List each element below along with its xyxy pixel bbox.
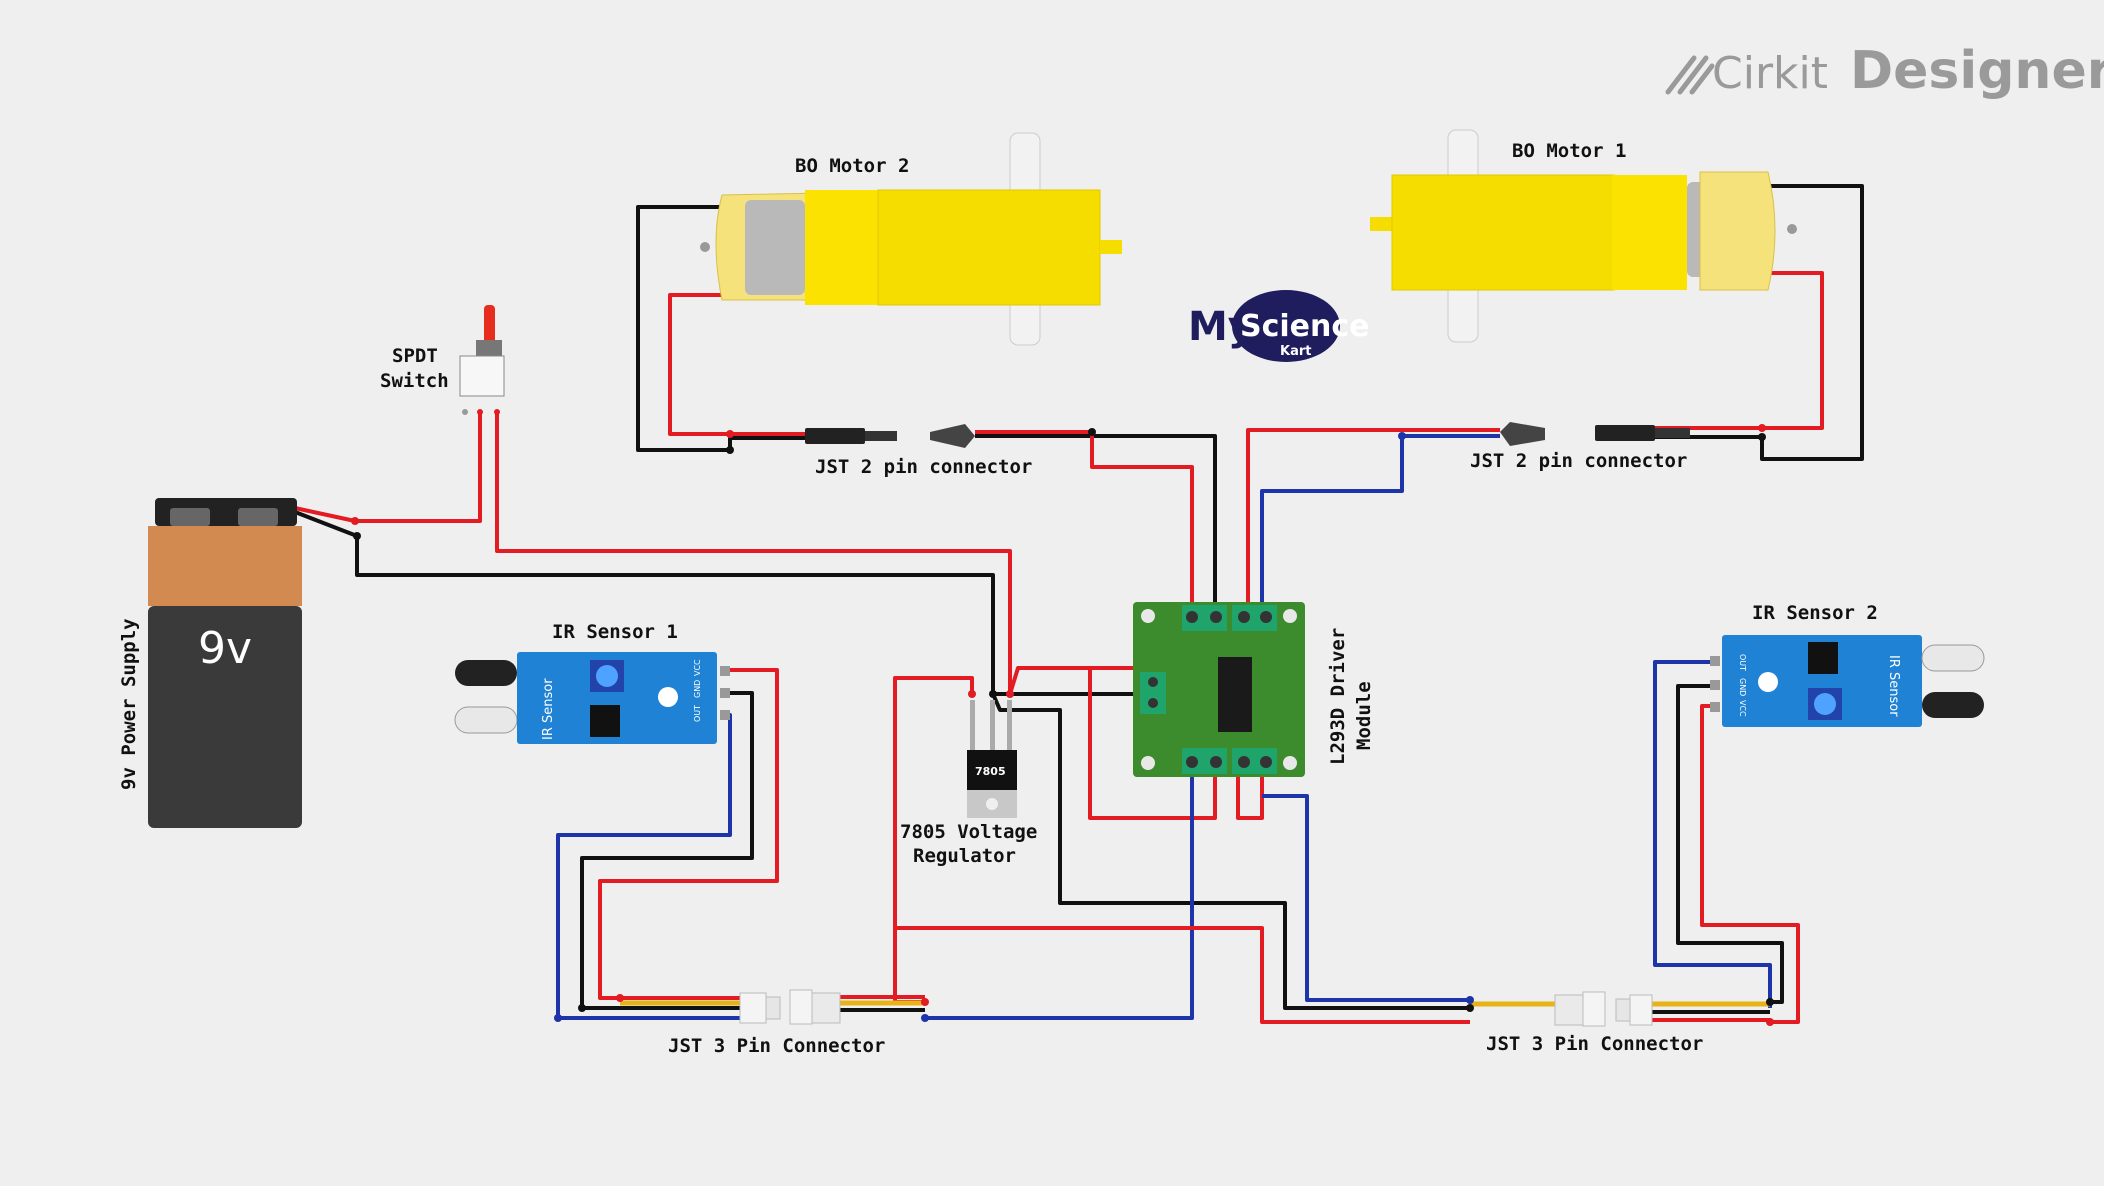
wire-jst2-left-black-out[interactable] [975,434,1217,617]
wire-jst2-right-blue-out[interactable] [1260,434,1500,617]
ir-sensor-2[interactable]: IR Sensor VCC GND OUT IR Sensor 2 [1710,602,1985,727]
ir1-pin-vcc: VCC [693,659,702,676]
battery-label: 9v Power Supply [118,618,140,790]
motor1-label: BO Motor 1 [1512,140,1626,162]
cirkit-designer-logo: Cirkit Designer [1665,41,2104,101]
wire-jst2-left-red-out[interactable] [975,430,1194,617]
wires [294,184,1864,1024]
wire-ir2-vcc[interactable] [1700,704,1800,1024]
ir2-board-text: IR Sensor [1886,655,1901,717]
7805-regulator[interactable]: 7805 7805 Voltage Regulator [900,700,1037,867]
wire-driver-blue-left[interactable] [925,776,1194,1020]
wire-motor2-black[interactable] [636,205,730,452]
wire-ir2-gnd[interactable] [1676,684,1784,1004]
battery-text: 9v [198,623,252,674]
l293d-driver-module[interactable]: L293D Driver Module [1133,602,1375,777]
9v-battery[interactable]: 9v 9v Power Supply [118,498,302,828]
wire-ir2-out[interactable] [1653,660,1772,1008]
spdt-switch[interactable]: SPDT Switch [380,305,505,415]
logo-my: My [1188,304,1254,350]
wire-jst2-right-red-out[interactable] [1246,428,1500,617]
ir-sensor-1[interactable]: IR Sensor VCC GND OUT IR Sensor 1 [454,621,730,744]
brand-name-bold: Designer [1850,41,2104,101]
ir2-pin-out: OUT [1738,654,1747,671]
jst2-right-label: JST 2 pin connector [1470,450,1687,472]
regulator-label-line2: Regulator [913,845,1016,867]
ir1-board-text: IR Sensor [541,678,556,740]
wire-ir1-out[interactable] [556,713,740,1020]
wire-motor1-black[interactable] [1758,184,1864,461]
wire-switch-red[interactable] [495,412,1012,694]
brand-name-light: Cirkit [1712,48,1828,99]
wire-driver-red-bottom[interactable] [1088,666,1217,820]
wire-driver-blue-right[interactable] [1262,794,1470,1002]
ir2-pin-vcc: VCC [1738,700,1747,717]
jst3-right-label: JST 3 Pin Connector [1486,1033,1703,1055]
wire-jst2-left-black-in[interactable] [728,436,805,450]
jst-3pin-connector-left[interactable]: JST 3 Pin Connector [668,989,885,1057]
wire-motor1-red[interactable] [1762,271,1824,430]
wire-battery-red[interactable] [294,412,482,523]
ir2-pin-gnd: GND [1738,678,1747,696]
switch-label-line1: SPDT [392,345,438,367]
wire-battery-black[interactable] [294,510,1140,696]
logo-kart: Kart [1280,344,1311,359]
myscience-kart-logo: My Science Kart [1188,290,1370,362]
junction-dots [351,424,1774,1026]
regulator-label-line1: 7805 Voltage [900,821,1037,843]
wire-motor2-red[interactable] [668,293,735,436]
bo-motor-1[interactable]: BO Motor 1 [1370,129,1797,343]
jst-2pin-connector-right[interactable]: JST 2 pin connector [1470,422,1690,472]
jst2-left-label: JST 2 pin connector [815,456,1032,478]
wire-ir1-gnd[interactable] [580,691,754,1010]
jst-2pin-connector-left[interactable]: JST 2 pin connector [805,424,1032,478]
ir1-pin-gnd: GND [693,680,702,698]
jst3-left-label: JST 3 Pin Connector [668,1035,885,1057]
ir2-label: IR Sensor 2 [1752,602,1878,624]
cirkit-logo-icon [1665,55,1715,95]
ir1-pin-out: OUT [693,705,702,722]
logo-science: Science [1240,309,1370,344]
driver-label-line1: L293D Driver [1327,628,1349,765]
motor2-label: BO Motor 2 [795,155,909,177]
regulator-chip-text: 7805 [975,765,1006,778]
jst-3pin-connector-right[interactable]: JST 3 Pin Connector [1486,991,1703,1055]
wire-reg-red[interactable] [1008,666,1140,695]
wire-reg-black[interactable] [991,693,1470,1010]
ir1-label: IR Sensor 1 [552,621,678,643]
wire-driver-red-bottom2[interactable] [1236,776,1264,820]
driver-label-line2: Module [1353,681,1375,750]
bo-motor-2[interactable]: BO Motor 2 [700,132,1122,346]
wire-red-to-right-jst[interactable] [895,926,1470,1024]
switch-label-line2: Switch [380,370,449,392]
